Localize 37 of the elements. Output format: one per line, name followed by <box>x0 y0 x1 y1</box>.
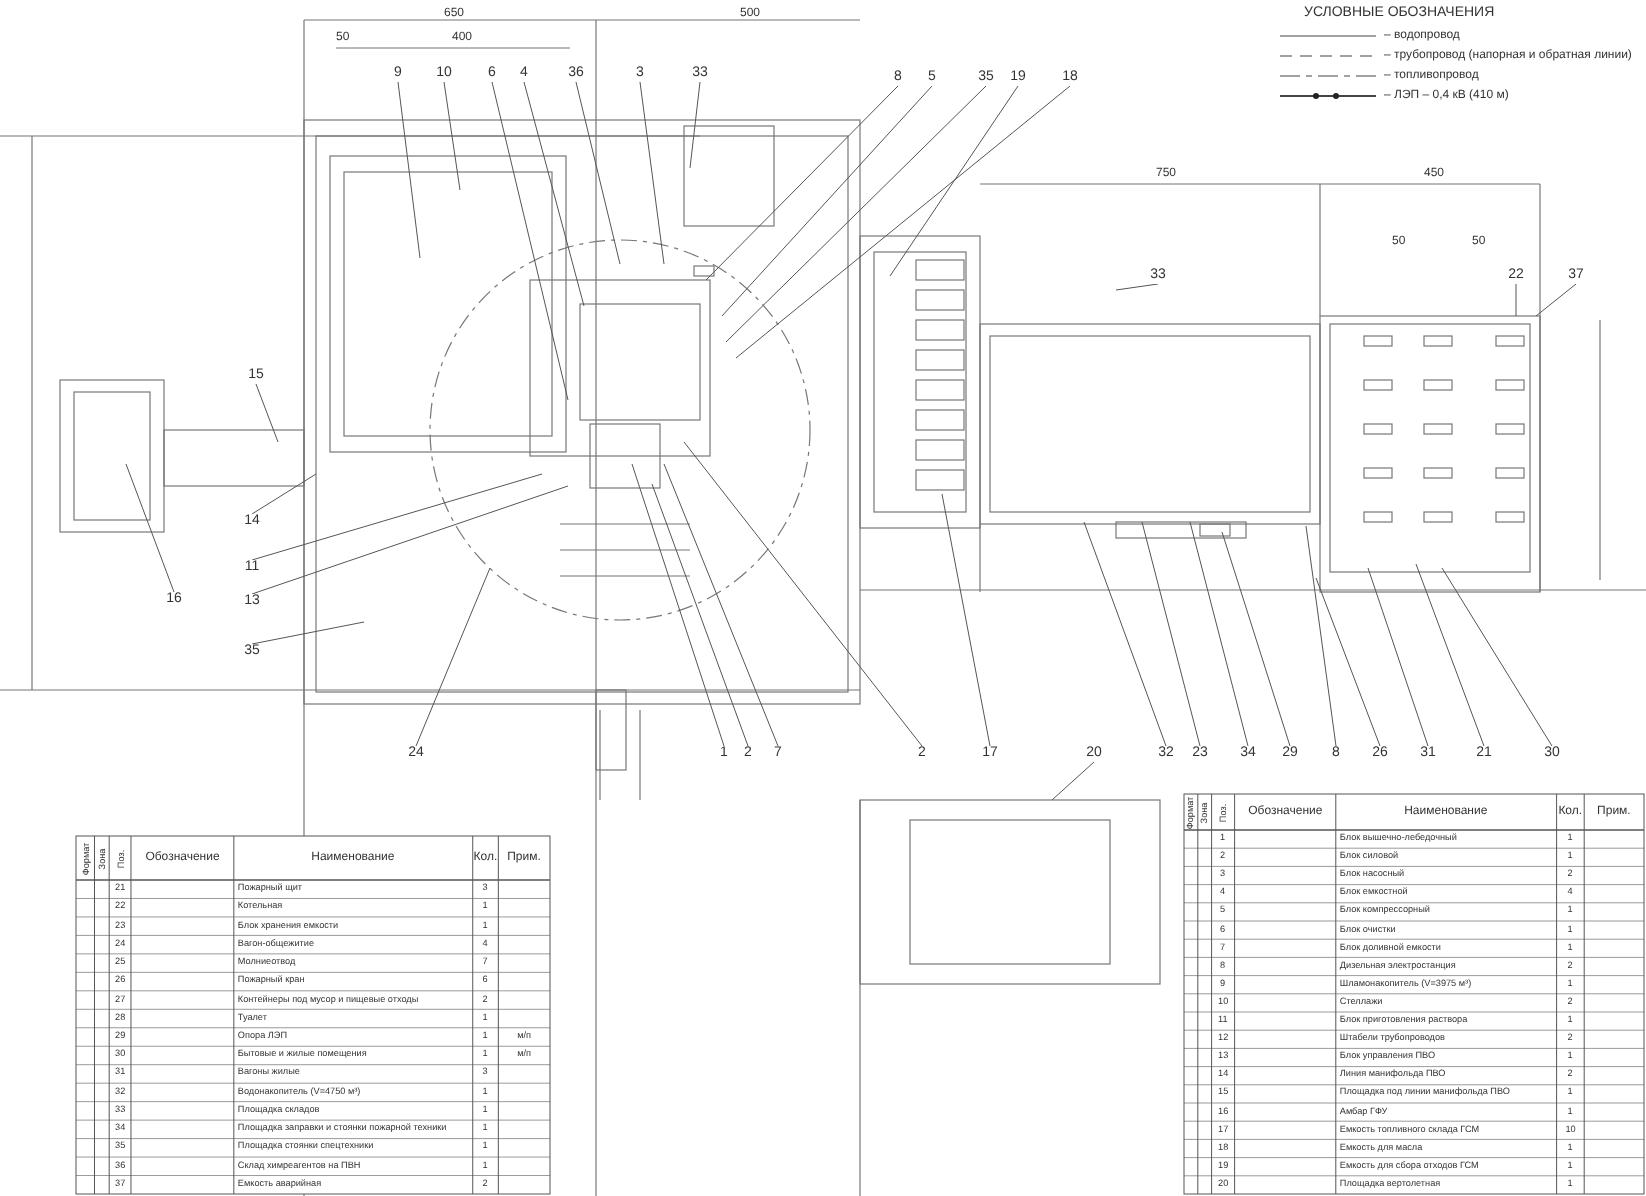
leader-line <box>1515 283 1517 317</box>
leader-line <box>1441 567 1553 747</box>
leader-line <box>705 85 899 281</box>
leader-line <box>639 81 665 265</box>
leader-line <box>575 81 621 265</box>
leader-line <box>1115 283 1159 291</box>
leader-line <box>1315 577 1381 747</box>
leader-line <box>941 493 991 747</box>
leader-line <box>251 473 317 515</box>
leader-line <box>735 85 1071 359</box>
leader-line <box>1221 531 1291 747</box>
leader-line <box>1141 521 1201 747</box>
leader-line <box>1367 567 1429 747</box>
leader-line <box>651 483 749 747</box>
leader-line <box>725 85 987 343</box>
leader-line <box>721 85 933 317</box>
leader-line <box>889 85 1019 277</box>
leader-line <box>125 463 175 593</box>
leader-line <box>631 463 725 747</box>
leader-line <box>397 81 421 259</box>
leader-line <box>251 621 365 645</box>
leader-line <box>523 81 585 307</box>
leader-line <box>251 485 569 595</box>
leader-line <box>443 81 461 191</box>
leader-line <box>255 383 279 443</box>
leader-line <box>1415 563 1485 747</box>
leader-line <box>683 441 923 747</box>
leader-line <box>415 567 491 747</box>
leader-line <box>491 81 569 401</box>
leader-line <box>1189 521 1249 747</box>
leader-line <box>1535 283 1577 317</box>
leader-line <box>251 473 543 561</box>
leader-line <box>1305 525 1337 747</box>
leader-line <box>1051 761 1095 801</box>
leader-line <box>689 81 701 169</box>
leader-line <box>1083 521 1167 747</box>
leader-line <box>663 463 779 747</box>
